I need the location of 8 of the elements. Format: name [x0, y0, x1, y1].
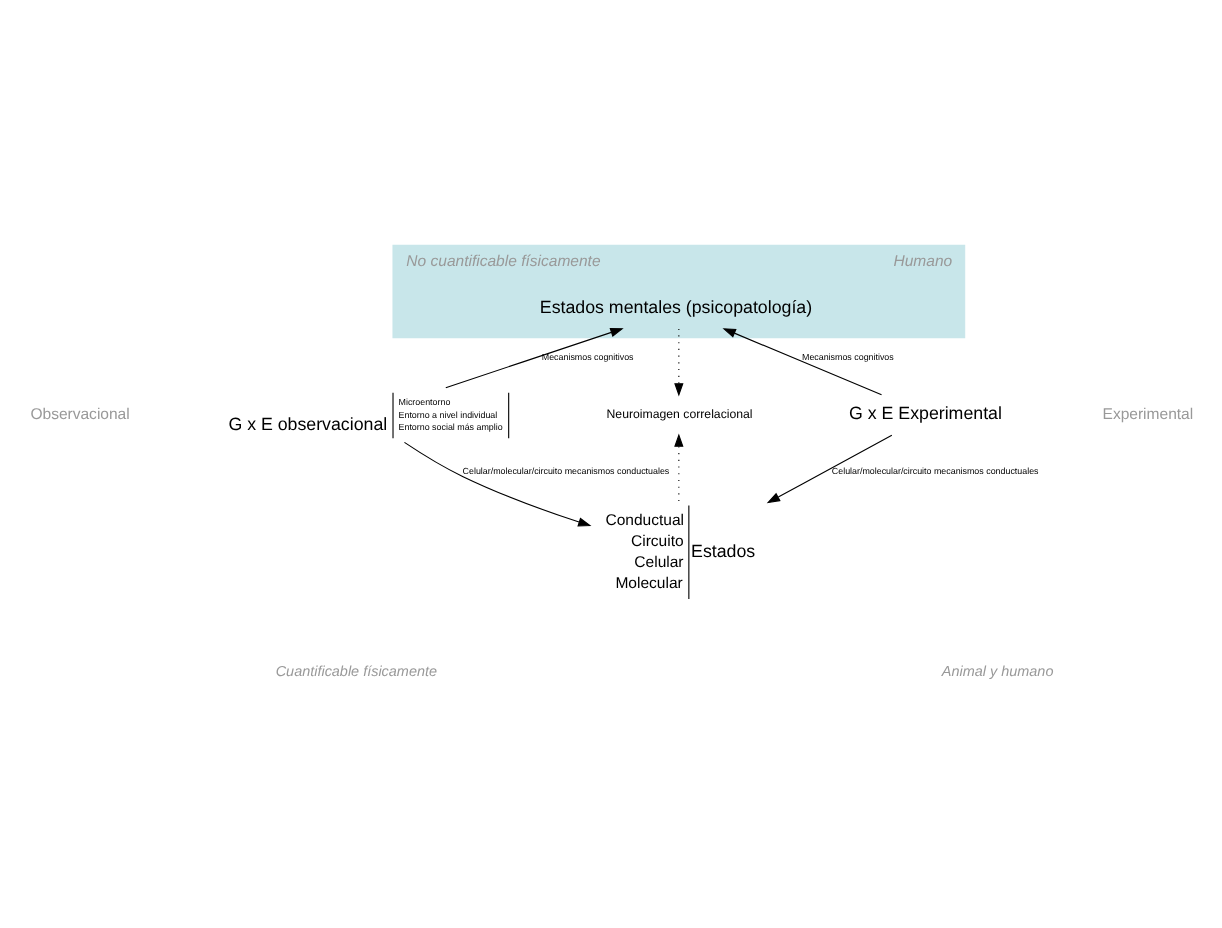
node-text: Estados mentales (psicopatología) — [539, 295, 813, 316]
arrow — [403, 440, 592, 526]
node-text: G x E Experimental — [849, 402, 1002, 423]
arrow — [674, 327, 684, 396]
arrow — [674, 432, 684, 501]
arrow — [722, 327, 883, 395]
arrow — [766, 433, 893, 503]
arrow — [445, 327, 624, 388]
